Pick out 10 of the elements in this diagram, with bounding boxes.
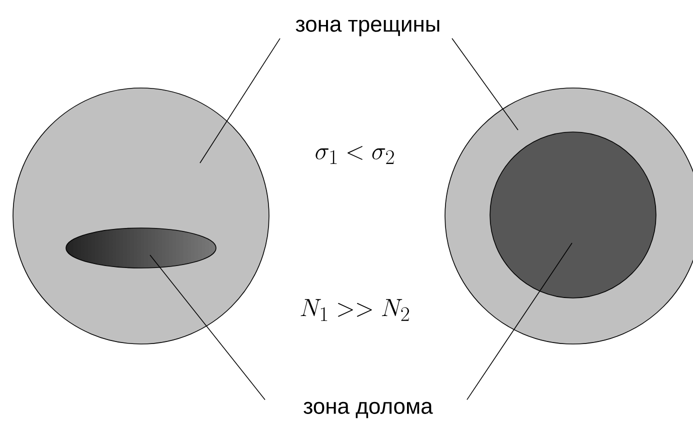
leader-line [452, 38, 518, 130]
outer-circle [12, 88, 270, 344]
leader-line [150, 254, 266, 400]
callout-text: зона трещины [296, 20, 440, 36]
formula: $\sigma_1 < \sigma_2$ [316, 146, 394, 164]
leader-line [466, 242, 572, 400]
leader-line [200, 38, 280, 164]
callout-text: зона долома [304, 402, 433, 418]
inner-circle [490, 132, 656, 298]
formula: $N_1 >> N_2$ [300, 299, 409, 321]
